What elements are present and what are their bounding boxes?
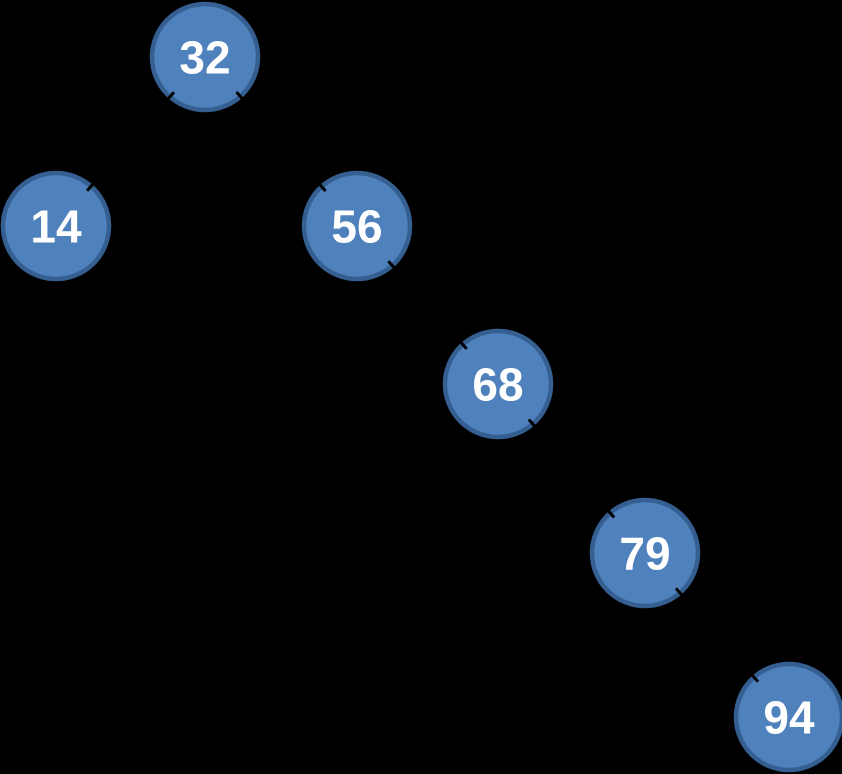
node-circle-56 bbox=[301, 170, 413, 282]
node-label-32: 32 bbox=[179, 32, 230, 84]
tree-node-68 bbox=[442, 328, 554, 440]
node-label-14: 14 bbox=[30, 201, 82, 253]
node-circle-68 bbox=[442, 328, 554, 440]
tree-node-56 bbox=[301, 170, 413, 282]
node-label-56: 56 bbox=[331, 201, 382, 253]
tree-node-79 bbox=[589, 497, 701, 609]
node-circle-94 bbox=[733, 661, 842, 773]
node-circle-79 bbox=[589, 497, 701, 609]
tree-node-94 bbox=[733, 661, 842, 773]
tree-edges-layer bbox=[85, 90, 760, 683]
tree-edge-79-94 bbox=[674, 587, 760, 683]
node-label-94: 94 bbox=[763, 692, 815, 744]
node-label-68: 68 bbox=[472, 359, 523, 411]
tree-node-32 bbox=[149, 1, 261, 113]
node-circle-14 bbox=[0, 170, 112, 282]
tree-edge-32-56 bbox=[235, 90, 327, 193]
tree-labels-layer: 32 14 56 68 79 94 bbox=[30, 32, 815, 744]
node-circle-32 bbox=[149, 1, 261, 113]
node-label-79: 79 bbox=[619, 528, 670, 580]
tree-edge-68-79 bbox=[527, 418, 616, 519]
tree-edge-32-14 bbox=[85, 91, 176, 192]
tree-node-14 bbox=[0, 170, 112, 282]
tree-edge-56-68 bbox=[387, 260, 468, 350]
